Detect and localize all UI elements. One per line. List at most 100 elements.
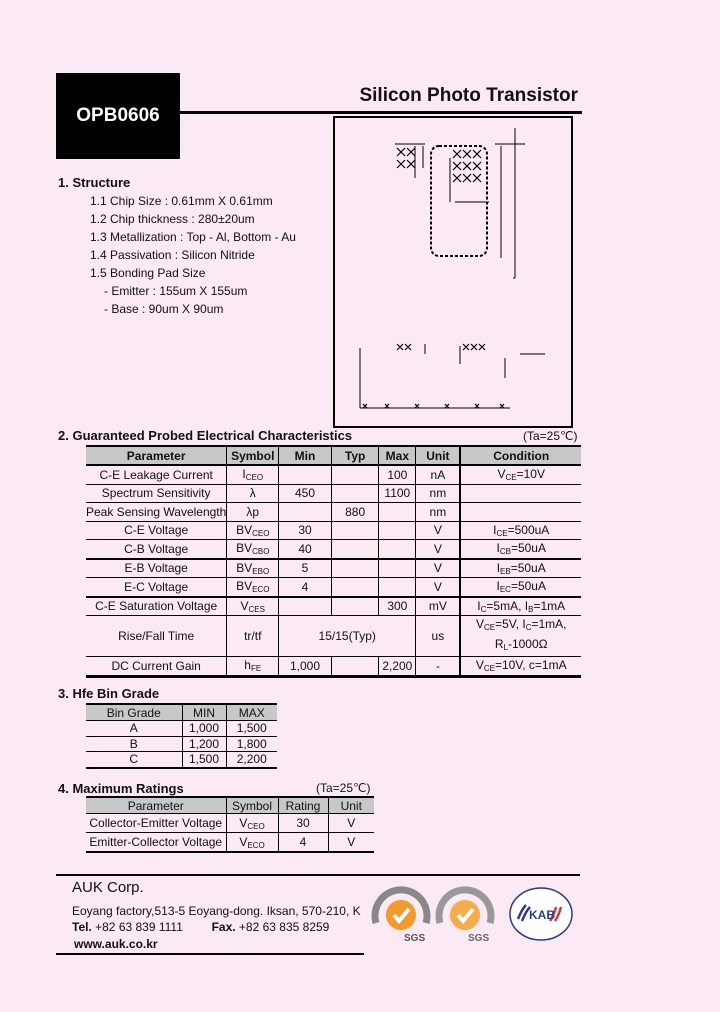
chip-outline-drawing xyxy=(359,128,545,409)
cell-parameter: Peak Sensing Wavelength xyxy=(86,502,228,521)
cell-min: 30 xyxy=(278,521,332,540)
cell-parameter: Spectrum Sensitivity xyxy=(86,484,228,503)
max-ratings-table: Parameter Symbol Rating Unit Collector-E… xyxy=(86,796,374,853)
cell-symbol: VCEO xyxy=(225,813,278,833)
table-row: E-C Voltage BVECO 4 V IEC=50uA xyxy=(86,577,581,597)
cell-parameter: Emitter-Collector Voltage xyxy=(89,835,223,849)
hfe-heading: 3. Hfe Bin Grade xyxy=(58,686,160,701)
electrical-heading: 2. Guaranteed Probed Electrical Characte… xyxy=(58,428,353,443)
table-row: Collector-Emitter Voltage VCEO 30 V xyxy=(86,813,374,833)
cell-min xyxy=(278,502,332,521)
cell-condition: VCE=10V xyxy=(459,465,581,484)
cell-parameter: E-B Voltage xyxy=(86,558,228,578)
cell-symbol: λp xyxy=(226,502,280,521)
cell-max xyxy=(378,558,417,578)
svg-text:SGS: SGS xyxy=(468,933,489,944)
cell-min: 1,000 xyxy=(278,656,332,676)
cell-max xyxy=(378,577,417,597)
cell-min: 1,500 xyxy=(181,751,226,768)
cell-typ: 880 xyxy=(330,502,380,521)
cell-symbol: ICEO xyxy=(226,465,280,484)
cell-min xyxy=(278,596,332,616)
cell-parameter: C-E Voltage xyxy=(86,521,228,540)
cell-merged-value: 15/15(Typ) xyxy=(278,615,417,657)
cell-typ xyxy=(330,577,380,597)
cell-symbol: BVCBO xyxy=(226,539,280,559)
part-number: OPB0606 xyxy=(76,105,160,126)
cell-unit: - xyxy=(415,656,461,676)
cell-min: 450 xyxy=(278,484,332,503)
table-header-row: Bin Grade MIN MAX xyxy=(86,704,277,721)
col-header: Typ xyxy=(330,446,380,465)
structure-item: - Base : 90um X 90um xyxy=(104,302,224,316)
cell-condition: VCE=10V, c=1mA xyxy=(459,656,581,676)
structure-item: 1.4 Passivation : Silicon Nitride xyxy=(90,248,255,262)
table-row: C-E Voltage BVCEO 30 V ICE=500uA xyxy=(86,521,581,540)
structure-heading: 1. Structure xyxy=(58,175,131,190)
cell-grade: A xyxy=(129,721,138,736)
cell-condition: IEC=50uA xyxy=(459,577,581,597)
structure-item: 1.2 Chip thickness : 280±20um xyxy=(90,212,255,226)
cell-unit: V xyxy=(327,813,374,833)
footer-top-divider xyxy=(56,874,580,876)
cell-condition: ICE=500uA xyxy=(459,521,581,540)
table-header-row: Parameter Symbol Rating Unit xyxy=(86,797,374,814)
col-header: Max xyxy=(378,446,417,465)
cell-typ xyxy=(330,521,380,540)
chip-diagram xyxy=(333,116,573,428)
cell-typ xyxy=(330,484,380,503)
table-row: Emitter-Collector Voltage VECO 4 V xyxy=(86,832,374,852)
cell-symbol: VECO xyxy=(225,832,278,852)
cell-parameter: C-E Leakage Current xyxy=(86,465,228,484)
col-header: Condition xyxy=(459,446,581,465)
ta-note: (Ta=25℃) xyxy=(316,781,371,795)
cell-parameter: C-B Voltage xyxy=(86,539,228,559)
table-row: C-B Voltage BVCBO 40 V ICB=50uA xyxy=(86,539,581,559)
cell-max: 100 xyxy=(378,465,417,484)
col-header: MIN xyxy=(181,704,226,721)
cell-symbol: λ xyxy=(226,484,280,503)
company-address: Eoyang factory,513-5 Eoyang-dong. Iksan,… xyxy=(72,904,361,918)
website-link[interactable]: www.auk.co.kr xyxy=(74,937,158,951)
table-row: C 1,500 2,200 xyxy=(86,751,277,768)
structure-item: 1.1 Chip Size : 0.61mm X 0.61mm xyxy=(90,194,273,208)
cell-unit: V xyxy=(415,558,461,578)
cell-condition: IEB=50uA xyxy=(459,558,581,578)
cell-condition: ICB=50uA xyxy=(459,539,581,559)
fax-number: +82 63 835 8259 xyxy=(238,920,330,934)
cell-typ xyxy=(330,596,380,616)
cell-max: 2,200 xyxy=(225,751,277,768)
table-row: E-B Voltage BVEBO 5 V IEB=50uA xyxy=(86,558,581,578)
col-header: Parameter xyxy=(86,797,226,814)
cell-parameter: E-C Voltage xyxy=(86,577,228,597)
cell-typ xyxy=(330,656,380,676)
part-number-box: OPB0606 xyxy=(56,73,180,159)
condition-line: RL-1000Ω xyxy=(494,637,548,652)
col-header: Bin Grade xyxy=(86,704,182,721)
sgs-iso-logo: SGS xyxy=(434,883,496,945)
cell-parameter: Collector-Emitter Voltage xyxy=(89,816,223,830)
cell-symbol: VCES xyxy=(226,596,280,616)
cell-max: 1,800 xyxy=(225,736,277,752)
fax-label: Fax. xyxy=(211,920,236,934)
structure-item: 1.3 Metallization : Top - Al, Bottom - A… xyxy=(90,230,296,244)
col-header: Unit xyxy=(415,446,461,465)
cell-rating: 30 xyxy=(277,813,328,833)
company-name: AUK Corp. xyxy=(72,879,144,896)
cell-min xyxy=(278,465,332,484)
cell-min: 1,200 xyxy=(181,736,226,752)
cell-condition: VCE=5V, IC=1mA, RL-1000Ω xyxy=(459,615,581,657)
cell-unit: us xyxy=(415,615,461,657)
cell-max xyxy=(378,539,417,559)
title-divider xyxy=(180,111,582,114)
cell-unit: nA xyxy=(415,465,461,484)
cell-unit: V xyxy=(415,539,461,559)
col-header: Symbol xyxy=(225,797,278,814)
table-row: Spectrum Sensitivity λ 450 1100 nm xyxy=(86,484,581,503)
cell-min: 1,000 xyxy=(181,720,226,736)
table-row: B 1,200 1,800 xyxy=(86,736,277,752)
svg-text:SGS: SGS xyxy=(404,933,425,944)
col-header: Unit xyxy=(327,797,374,814)
cell-symbol: BVEBO xyxy=(226,558,280,578)
table-header-row: Parameter Symbol Min Typ Max Unit Condit… xyxy=(86,446,581,465)
